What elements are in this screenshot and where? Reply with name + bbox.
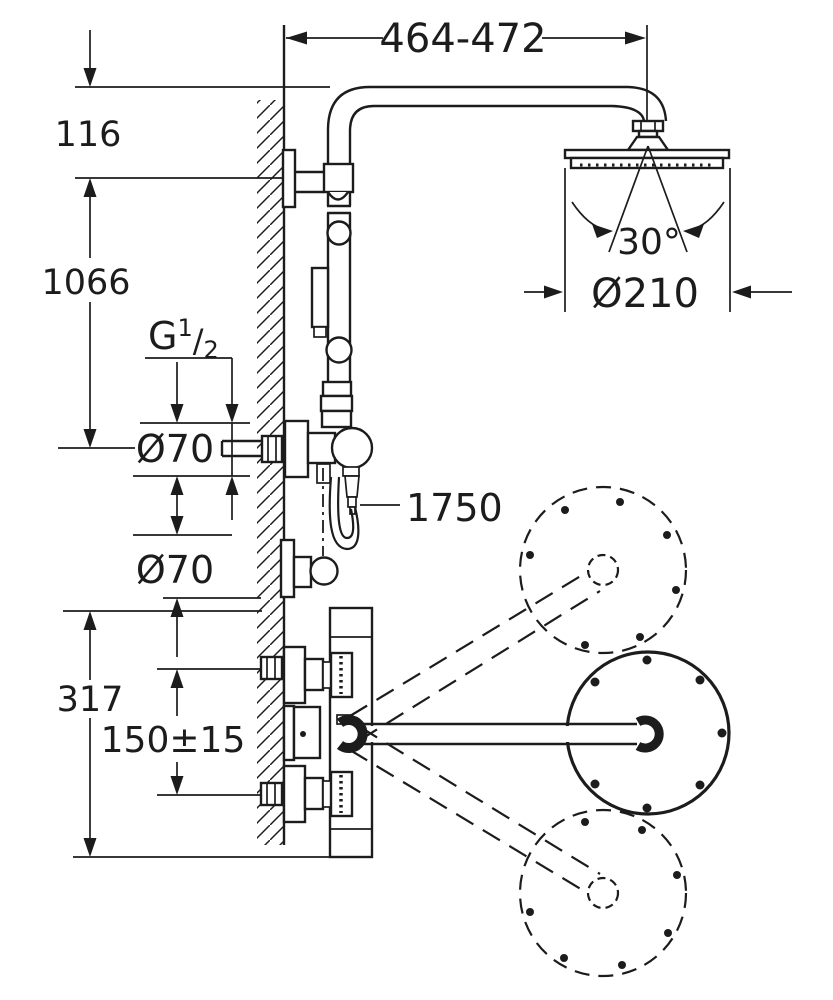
dimension-supply-distance: 150±15 (101, 668, 261, 796)
supply-nut-cold (259, 781, 284, 807)
arrow-left (286, 31, 307, 45)
spray-holes-dashed (526, 818, 681, 969)
hose-length-label: 1750 (406, 486, 503, 530)
diverter (283, 419, 374, 515)
diverter-knob (330, 426, 374, 470)
diverter-escutcheon-label: Ø70 (136, 427, 214, 471)
supply-nut-hot (259, 655, 284, 681)
holder-escutcheon (279, 538, 296, 599)
diverter-escutcheon (283, 419, 310, 479)
spray-holes (590, 655, 727, 813)
body-spray-main (336, 650, 731, 816)
dimension-diverter-escutcheon: Ø70 (133, 362, 250, 535)
spray-hub (635, 715, 664, 753)
body-spray-pivot-up (349, 485, 688, 741)
thermostat-valve (259, 606, 374, 859)
arrow-right (625, 31, 646, 45)
hand-shower-hose (322, 468, 360, 556)
annotation-swivel-angle: 30° (571, 145, 725, 263)
shower-arm-and-riser (281, 85, 668, 429)
spray-holes-dashed (526, 498, 680, 649)
hand-shower-holder (279, 538, 339, 599)
holder-ring (309, 556, 339, 586)
holder-escutcheon-label: Ø70 (136, 548, 214, 592)
dimension-valve-trim-height: 317 (52, 610, 372, 858)
dimension-hose-length: 1750 (360, 486, 503, 530)
dimension-holder-escutcheon: Ø70 (133, 534, 261, 657)
hose-connector (344, 475, 360, 498)
head-drop-label: 116 (55, 115, 122, 155)
riser-height-label: 1066 (41, 263, 130, 303)
wall-bracket (281, 148, 297, 209)
dimension-head-drop: 116 (55, 30, 330, 179)
head-face (569, 156, 725, 170)
wall-hatching (257, 100, 284, 845)
thread-size-label: G1/2 (148, 314, 219, 364)
head-shower (563, 119, 731, 170)
pipe-clamp (322, 162, 355, 194)
supply-nut (260, 434, 284, 464)
supply-distance-label: 150±15 (101, 720, 246, 761)
swivel-angle-label: 30° (617, 222, 681, 263)
dimension-thread-size: G1/2 (145, 314, 239, 520)
slide-rail (310, 266, 330, 329)
spray-arm-pivot (336, 715, 368, 753)
dimension-arm-reach: 464-472 (286, 16, 648, 122)
swivel-nut (631, 119, 665, 133)
riser-joint-ball-lower (325, 336, 353, 364)
head-diameter-label: Ø210 (591, 271, 699, 317)
arm-reach-label: 464-472 (379, 16, 546, 62)
supply-nipple (220, 434, 284, 464)
dimension-head-diameter: Ø210 (524, 168, 792, 317)
body-spray-pivot-down (349, 726, 688, 978)
valve-trim-height-label: 317 (57, 680, 124, 720)
riser-joint-ball-upper (326, 220, 352, 246)
dimension-riser-height: 1066 (41, 178, 135, 449)
